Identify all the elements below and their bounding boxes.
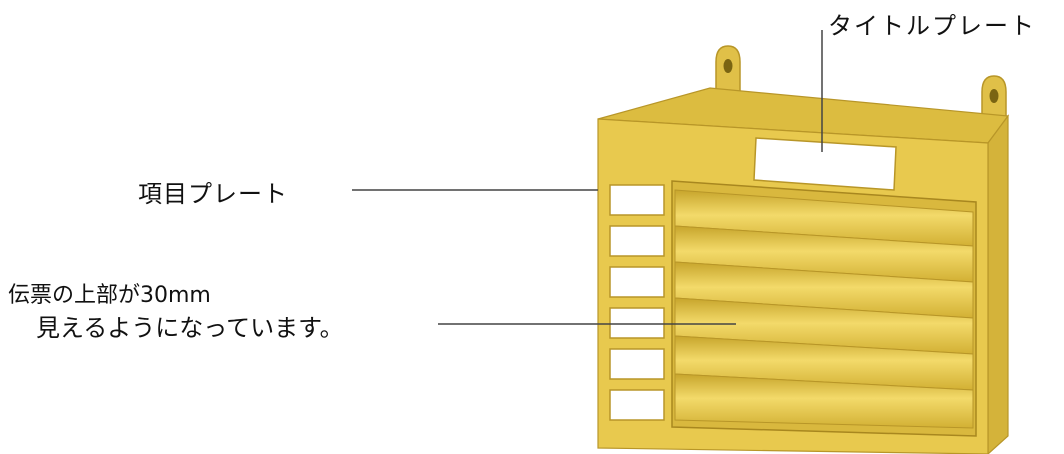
item-plate (609, 225, 665, 257)
item-plate (609, 348, 665, 380)
box-side-face (987, 114, 1009, 454)
slip-visibility-label-line2: 見えるようになっています。 (36, 314, 344, 342)
title-plate-label: タイトルプレート (828, 12, 1036, 40)
item-plates (609, 184, 665, 421)
slip-visibility-label-line1: 伝票の上部が30mm (8, 283, 211, 308)
item-plate-label: 項目プレート (138, 180, 288, 208)
left-hanging-hook (715, 45, 741, 99)
slip-pocket-panel (671, 180, 977, 437)
slip-pocket (674, 373, 974, 429)
item-plate (609, 389, 665, 421)
item-plate (609, 266, 665, 298)
title-plate (753, 137, 897, 191)
right-hanging-hook (981, 75, 1007, 119)
item-plate (609, 184, 665, 216)
item-plate (609, 307, 665, 339)
